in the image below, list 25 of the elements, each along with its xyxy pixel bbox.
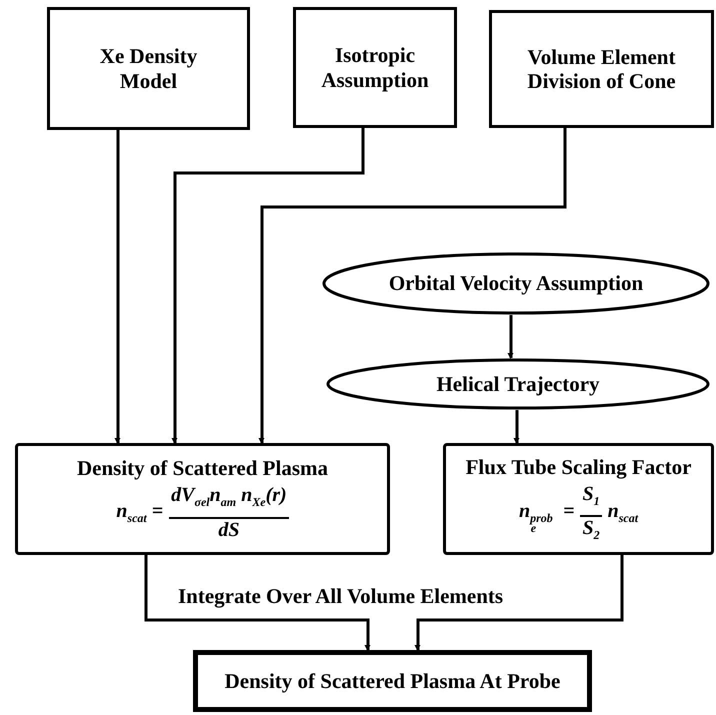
ellipse-node: [326, 358, 710, 410]
note-text: Integrate Over All Volume Elements: [178, 584, 504, 609]
node-text: Flux Tube Scaling Factor: [466, 454, 692, 479]
arrow: [258, 128, 566, 444]
node-text: Isotropic Assumption: [320, 43, 430, 92]
arrow: [114, 130, 120, 444]
node-text: Orbital Velocity Assumption: [388, 271, 644, 296]
arrow: [172, 128, 364, 444]
arrow: [414, 555, 624, 651]
process-box: [47, 7, 250, 130]
node-text: Volume Element Division of Cone: [526, 44, 677, 94]
formula: n$_{scat}$ = dV$_{σel}$n$_{am}$ n$_{Xe}$(r) dS: [116, 484, 289, 542]
node-text: Xe Density Model: [98, 44, 198, 93]
arrow: [514, 410, 520, 444]
node-text: Density of Scattered Plasma At Probe: [224, 668, 560, 694]
node-text: Density of Scattered Plasma: [77, 456, 328, 480]
process-box: [443, 443, 714, 555]
node-text: Helical Trajectory: [436, 372, 600, 396]
process-box: [193, 650, 592, 712]
process-box: [15, 443, 390, 555]
process-box: [489, 10, 714, 128]
ellipse-node: [322, 252, 710, 315]
arrow: [144, 555, 370, 651]
process-box: [293, 7, 457, 128]
arrow: [508, 315, 514, 359]
